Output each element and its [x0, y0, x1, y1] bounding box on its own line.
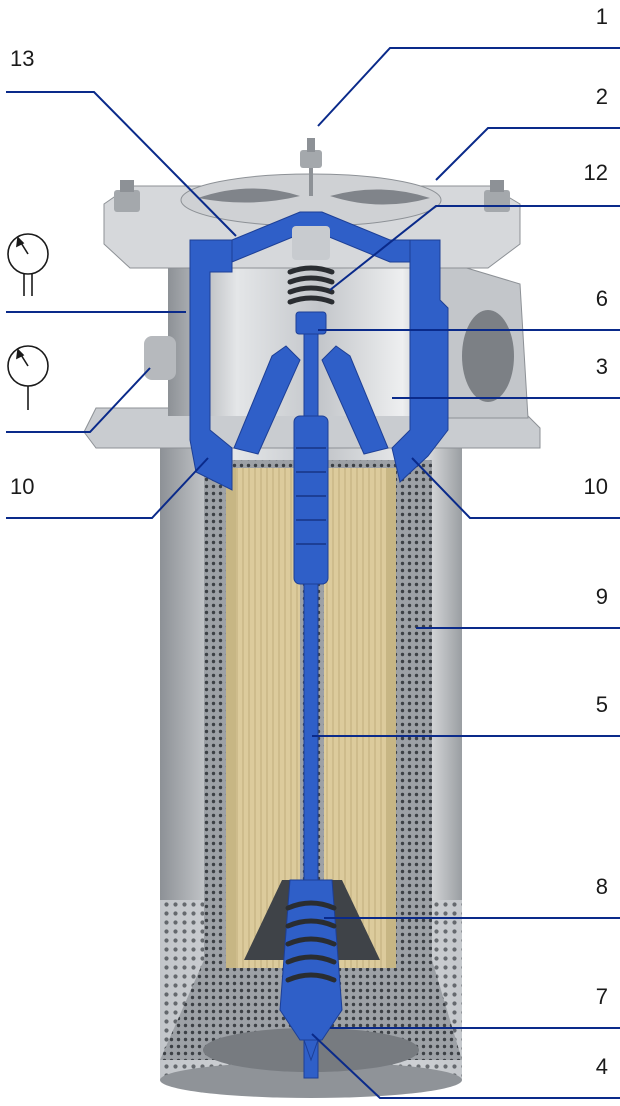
lid-recess [292, 226, 330, 260]
callout-4: 4 [596, 1054, 608, 1079]
rod-tip [303, 1039, 319, 1062]
filter-media-left-edge [226, 468, 236, 968]
leader-13 [6, 91, 237, 237]
callout-9: 9 [596, 584, 608, 609]
outer-tube-bottom-rim [160, 1062, 462, 1098]
callout-12: 12 [584, 160, 608, 185]
callout-labels: 1 2 13 12 6 3 10 10 9 5 8 7 4 [10, 4, 608, 1079]
leader-10-left [6, 457, 209, 519]
callout-8: 8 [596, 874, 608, 899]
leader-4 [311, 1033, 620, 1099]
leader-10-right [411, 457, 620, 519]
leader-12 [329, 205, 620, 291]
rod-sleeve-grooves [296, 447, 326, 545]
cover-screw [300, 138, 322, 196]
inlet-port [144, 336, 176, 380]
leader-2 [435, 127, 620, 181]
outlet-opening [462, 310, 514, 402]
callout-2: 2 [596, 84, 608, 109]
upper-spring [287, 265, 335, 305]
callout-10-right: 10 [584, 474, 608, 499]
filter-element [226, 468, 396, 968]
housing-wall-right [391, 239, 449, 483]
cover-slots [198, 188, 430, 205]
leader-lines [6, 47, 620, 1099]
leader-1 [317, 47, 620, 127]
bottom-spring-housing [279, 879, 343, 1041]
callout-5: 5 [596, 692, 608, 717]
callout-6: 6 [596, 286, 608, 311]
spring-seat-top [295, 311, 327, 335]
callout-10-left: 10 [10, 474, 34, 499]
pressure-gauge-icon [7, 233, 49, 296]
deflector-cone [233, 345, 301, 455]
leader-gauge-bottom [6, 367, 151, 433]
callout-1: 1 [596, 4, 608, 29]
cutaway-section [189, 211, 449, 1079]
lid-section [231, 211, 411, 263]
pressure-gauge-icon [7, 345, 49, 410]
lower-spring [285, 900, 337, 983]
callout-3: 3 [596, 354, 608, 379]
rod-sleeve [293, 415, 329, 585]
callout-13: 13 [10, 46, 34, 71]
callout-7: 7 [596, 984, 608, 1009]
filter-media-right-edge [386, 468, 396, 968]
deflector-cone-right [321, 345, 389, 455]
